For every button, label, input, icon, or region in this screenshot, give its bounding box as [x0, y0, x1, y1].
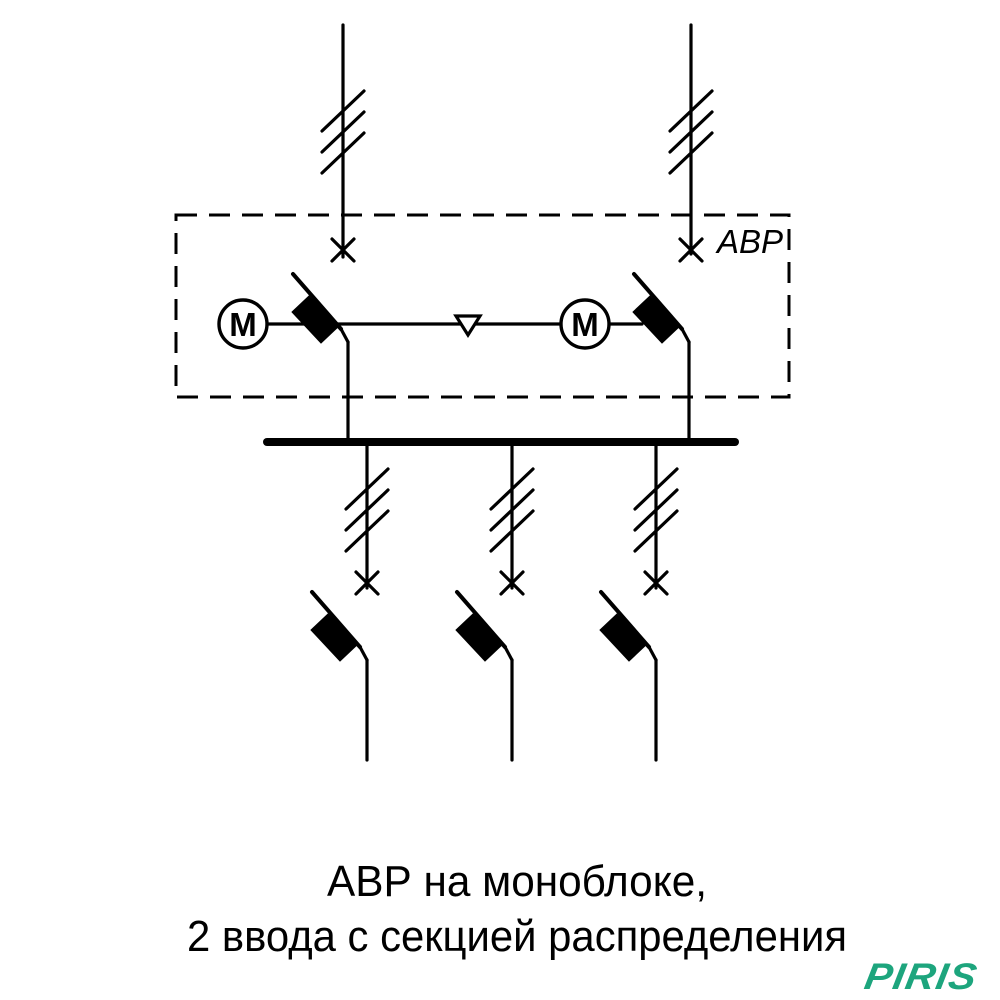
caption-line-2: 2 ввода с секцией распределения [187, 912, 847, 961]
caption-line-1: АВР на моноблоке, [327, 857, 707, 906]
breaker-input-right-icon [631, 272, 691, 345]
breaker-feeder-2-icon [454, 590, 514, 663]
breaker-input-left-icon [290, 272, 350, 345]
motor-letter: М [229, 306, 257, 343]
piris-logo-text: PIRIS [862, 955, 981, 997]
breaker-feeder-3-icon [598, 590, 658, 663]
breaker-feeder-1-icon [309, 590, 369, 663]
motor-drive-left: М [217, 298, 269, 350]
motor-circle-icon [217, 298, 269, 350]
ats-box-label: АВР [715, 223, 783, 260]
motor-drive-right: М [559, 298, 611, 350]
tie-triangle-icon [453, 314, 483, 338]
ats-dashed-box [174, 213, 791, 399]
motor-letter: М [571, 306, 599, 343]
motor-circle-icon [559, 298, 611, 350]
brand-logo: PIRIS [862, 955, 981, 997]
